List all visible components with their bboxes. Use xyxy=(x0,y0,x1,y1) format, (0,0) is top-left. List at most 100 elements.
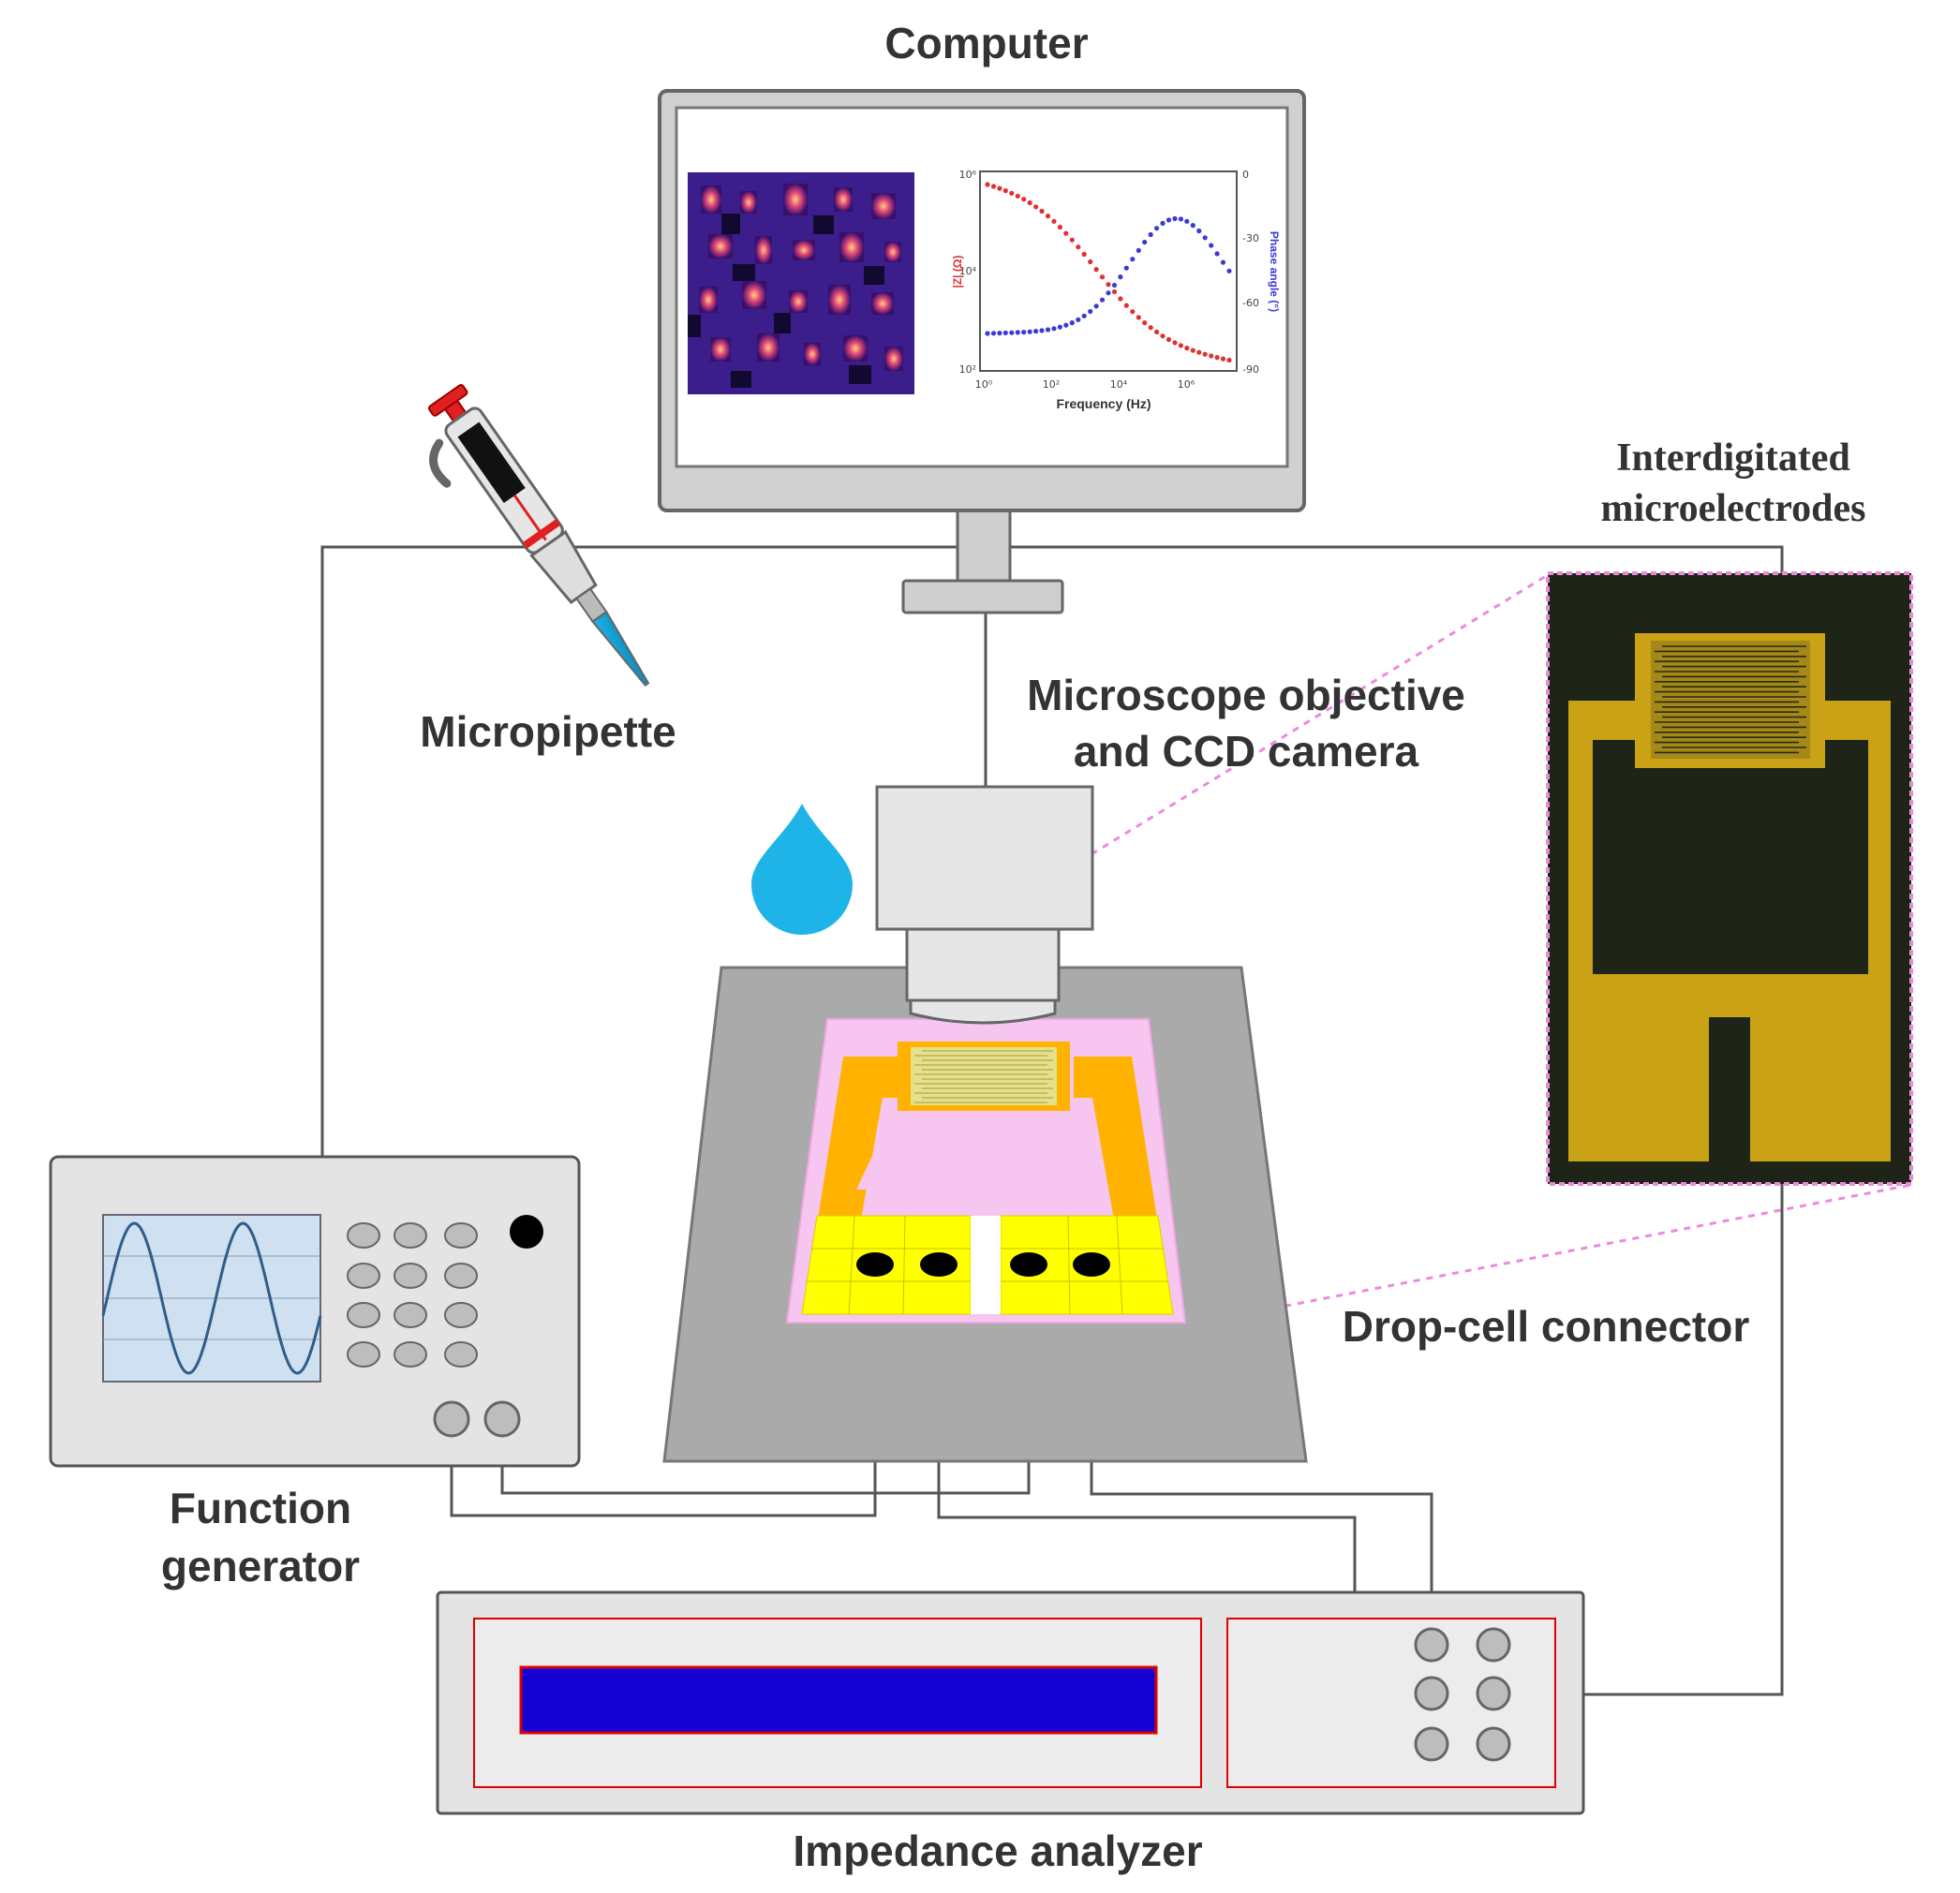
phase-point xyxy=(1088,308,1093,315)
phase-point xyxy=(1178,216,1183,222)
magnitude-point xyxy=(1130,309,1136,315)
ia-port[interactable] xyxy=(1414,1726,1449,1762)
contact-3 xyxy=(1010,1252,1047,1277)
ide-photo: Interdigitated microelectrodes xyxy=(1546,436,1913,1186)
phase-point xyxy=(1033,329,1039,334)
fg-key[interactable] xyxy=(444,1222,478,1249)
magnitude-point xyxy=(1051,218,1057,224)
electrode-trace-left-inner xyxy=(856,1098,928,1225)
ia-port[interactable] xyxy=(1476,1676,1511,1711)
ia-ports xyxy=(1414,1627,1511,1762)
magnitude-point xyxy=(1209,353,1214,359)
function-generator: Function generator xyxy=(49,1155,581,1590)
micropipette: Micropipette xyxy=(420,384,853,935)
ia-port[interactable] xyxy=(1414,1627,1449,1663)
y-right-tick-1: 0 xyxy=(1242,169,1249,181)
phase-point xyxy=(1111,282,1118,288)
electrode-trace-right xyxy=(1074,1057,1158,1225)
phase-point xyxy=(1154,226,1160,231)
x-tick-1: 10⁰ xyxy=(975,378,993,391)
y-left-tick-3: 10² xyxy=(959,363,976,376)
fg-key[interactable] xyxy=(347,1341,380,1368)
droplet-icon xyxy=(751,804,853,935)
ia-port[interactable] xyxy=(1414,1676,1449,1711)
fg-key[interactable] xyxy=(393,1263,427,1289)
fg-key[interactable] xyxy=(393,1222,427,1249)
fg-key[interactable] xyxy=(444,1302,478,1328)
magnitude-point xyxy=(1076,244,1081,250)
impedance-label: Impedance analyzer xyxy=(793,1826,1202,1875)
guide-upper xyxy=(1091,571,1552,856)
plot-x-label: Frequency (Hz) xyxy=(1056,396,1151,411)
plot-y-left-ticks: 10⁶ 10⁴ 10² xyxy=(959,169,977,376)
phase-point xyxy=(1081,313,1087,318)
photo-comb xyxy=(1651,641,1810,759)
magnitude-point xyxy=(1202,351,1208,357)
fg-key[interactable] xyxy=(347,1302,380,1328)
ia-port[interactable] xyxy=(1476,1726,1511,1762)
magnitude-point xyxy=(1015,193,1020,199)
pad-grid-lines xyxy=(806,1215,1168,1315)
heatmap-spots xyxy=(699,184,903,371)
wire-computer-bus xyxy=(320,545,1784,1696)
fg-key[interactable] xyxy=(393,1341,427,1368)
electrode-trace-left xyxy=(817,1057,899,1225)
fg-keypad xyxy=(347,1222,478,1368)
fg-output-2[interactable] xyxy=(483,1400,521,1438)
contact-4 xyxy=(1073,1252,1110,1277)
phase-point xyxy=(1166,217,1172,223)
plot-y-right-label: Phase angle (°) xyxy=(1268,231,1281,312)
phase-point xyxy=(985,331,990,336)
function-label-line1: Function xyxy=(170,1484,351,1532)
fg-output-1[interactable] xyxy=(433,1400,470,1438)
connector-gap xyxy=(971,1216,1001,1314)
fg-key[interactable] xyxy=(347,1263,380,1289)
phase-point xyxy=(1130,257,1136,262)
magnitude-point xyxy=(1021,197,1027,202)
magnitude-point xyxy=(1123,303,1129,308)
magnitude-point xyxy=(1166,336,1172,343)
connector-contacts xyxy=(856,1252,1110,1277)
fg-power-knob[interactable] xyxy=(510,1215,543,1249)
phase-point xyxy=(1021,330,1027,335)
microscope-label-line1: Microscope objective xyxy=(1027,671,1465,719)
phase-point xyxy=(1027,329,1032,334)
plot-y-left-label: |Z| (Ω) xyxy=(951,256,964,288)
fg-key[interactable] xyxy=(347,1222,380,1249)
magnitude-point xyxy=(1214,355,1220,361)
magnitude-point xyxy=(1154,329,1160,334)
magnitude-point xyxy=(1178,343,1183,348)
magnitude-point xyxy=(1045,214,1051,219)
magnitude-point xyxy=(1172,340,1178,346)
phase-point xyxy=(1202,235,1208,241)
phase-point xyxy=(1063,322,1069,328)
ia-port[interactable] xyxy=(1476,1627,1511,1663)
fg-key[interactable] xyxy=(444,1263,478,1289)
phase-point xyxy=(1190,223,1195,229)
magnitude-point xyxy=(1027,200,1032,206)
magnitude-point xyxy=(1063,230,1069,236)
microscope-label-line2: and CCD camera xyxy=(1074,727,1419,776)
magnitude-point xyxy=(1039,208,1045,214)
magnitude-point xyxy=(990,184,997,189)
magnitude-point xyxy=(1118,296,1123,302)
magnitude-point xyxy=(985,182,990,187)
fg-key[interactable] xyxy=(393,1302,427,1328)
phase-point xyxy=(1136,247,1141,253)
fg-key[interactable] xyxy=(444,1341,478,1368)
magnitude-point xyxy=(1196,349,1202,355)
magnitude-point xyxy=(1136,315,1141,320)
screen-heatmap xyxy=(688,172,914,394)
objective-lens xyxy=(909,998,1057,1025)
phase-series xyxy=(985,215,1232,336)
monitor-stand-neck xyxy=(956,509,1012,587)
magnitude-point xyxy=(997,185,1002,191)
objective-barrel xyxy=(905,927,1061,1002)
phase-point xyxy=(1220,259,1226,265)
phase-point xyxy=(1045,327,1051,333)
magnitude-point xyxy=(1033,204,1039,210)
fg-screen-grid xyxy=(103,1255,320,1340)
plot-frame xyxy=(979,170,1238,372)
phase-point xyxy=(1160,220,1166,226)
